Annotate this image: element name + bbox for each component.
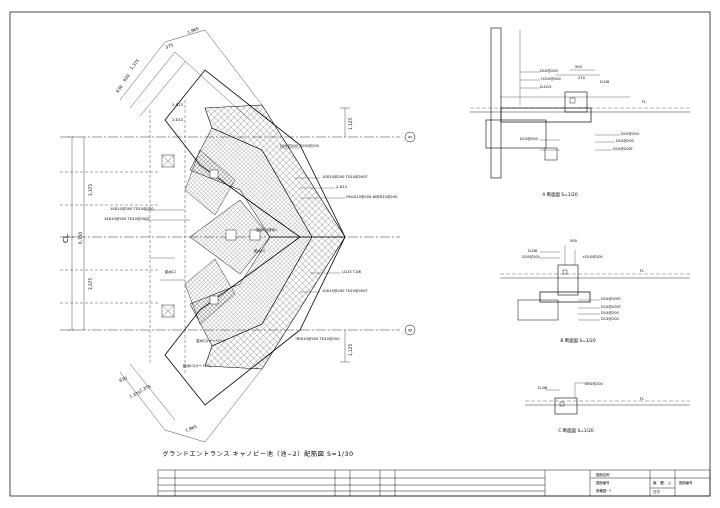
label-rebar-7: 10D10@200 TD10@200 bbox=[110, 207, 154, 211]
sec-b-label-6: D10@200 bbox=[601, 311, 620, 315]
sec-b-label-3: +D10@200 bbox=[582, 255, 604, 259]
sec-c-label-1: D10@200 bbox=[585, 382, 604, 386]
tb-scale-value: 記 入 bbox=[661, 480, 672, 485]
sec-c-label-2: D-D6 bbox=[538, 386, 548, 390]
label-inlet-2: 給水口 bbox=[165, 269, 176, 274]
svg-text:630: 630 bbox=[119, 375, 129, 383]
tb-drawing-no-label: 図面番号 bbox=[679, 480, 693, 485]
left-diamond-upper bbox=[184, 149, 236, 216]
section-a-caption: A 断面図 S=1/20 bbox=[542, 191, 577, 198]
tb-scale-label: 縮 尺 bbox=[653, 480, 664, 485]
section-c-caption: C 断面図 S=1/20 bbox=[558, 427, 594, 434]
svg-text:1,125: 1,125 bbox=[348, 344, 353, 356]
label-rebar-9: J-D13 T-D6 bbox=[341, 270, 362, 274]
tb-drawing-name-label: 図面名称 bbox=[596, 472, 610, 477]
section-b-caption: B 断面図 S=1/20 bbox=[560, 337, 596, 344]
dim-chain-bottom bbox=[119, 363, 263, 443]
sec-a-label-5: D10@200 bbox=[616, 139, 635, 143]
sec-a-label-8: D-D6 bbox=[600, 80, 610, 84]
svg-text:4X: 4X bbox=[408, 328, 413, 332]
svg-text:6,750: 6,750 bbox=[78, 232, 83, 244]
sec-a-dim-270: 270 bbox=[578, 76, 586, 80]
label-inlet-over: 給水口(オーバー) bbox=[183, 363, 212, 368]
centerline-label: CL bbox=[62, 234, 70, 243]
label-inlet: 給水口 bbox=[254, 248, 265, 253]
sheet-border bbox=[9, 11, 711, 497]
svg-text:920: 920 bbox=[122, 73, 131, 83]
sec-a-label-6: D10@200T bbox=[613, 147, 634, 151]
plan-view: 4Y 4X bbox=[60, 26, 416, 458]
svg-text:3,375: 3,375 bbox=[88, 184, 93, 196]
svg-text:630: 630 bbox=[115, 84, 124, 94]
svg-text:1,375: 1,375 bbox=[129, 390, 142, 399]
svg-text:1,965: 1,965 bbox=[185, 424, 198, 433]
tb-drawing-name: 図面番号 bbox=[596, 480, 610, 485]
section-b bbox=[500, 245, 690, 321]
sec-b-label-1: D-D6 bbox=[528, 249, 538, 253]
label-rebar-8: 14D10@200 TD10@200T bbox=[104, 217, 150, 221]
label-rebar-10: 10D10@200 TD10@200T bbox=[322, 289, 368, 293]
svg-text:4Y: 4Y bbox=[408, 135, 413, 139]
tb-sheet-no: 設備図−7 bbox=[596, 488, 611, 493]
sec-a-label-3: D-D13 bbox=[540, 85, 551, 89]
sec-a-fl: FL bbox=[642, 100, 646, 104]
sec-b-fl: FL bbox=[640, 269, 644, 273]
left-diamond-lower bbox=[184, 258, 236, 325]
sec-b-label-2: D10@200 bbox=[522, 255, 541, 259]
label-outlet-drain: 溢水口(排水) bbox=[256, 227, 277, 232]
grid-mark-4y: 4Y bbox=[404, 131, 416, 143]
svg-text:1,125: 1,125 bbox=[348, 118, 353, 130]
svg-text:1,965: 1,965 bbox=[187, 26, 200, 35]
sec-a-label-1: D10@200 bbox=[540, 69, 559, 73]
plan-title: グランドエントランス キャノピー池（池−2）配筋図 S=1/30 bbox=[162, 450, 353, 458]
outlet-box-2 bbox=[161, 304, 175, 318]
title-block bbox=[157, 469, 711, 497]
outlet-box-3 bbox=[209, 169, 219, 179]
sec-b-label-4: D10@200T bbox=[601, 297, 622, 301]
outlet-box-1 bbox=[161, 154, 175, 168]
label-rebar-4: 10D10@200 TD10@200T bbox=[322, 175, 368, 179]
label-rebar-6: HOLD10@200 W@D10@200 bbox=[346, 195, 398, 199]
label-rebar-2: 2-D13 bbox=[172, 103, 183, 107]
sec-a-label-4: D10@200 bbox=[621, 132, 640, 136]
dim-chain-top bbox=[119, 29, 263, 121]
outlet-box-5 bbox=[225, 229, 237, 241]
svg-text:1,375: 1,375 bbox=[139, 384, 152, 393]
dim-chain-left bbox=[68, 136, 85, 331]
svg-text:375: 375 bbox=[165, 42, 175, 50]
svg-text:1,375: 1,375 bbox=[129, 58, 141, 71]
sec-a-label-7: D13@200 bbox=[520, 137, 539, 141]
section-c bbox=[525, 382, 690, 415]
sec-a-dim-500: 500 bbox=[575, 65, 583, 69]
sec-a-label-2: +D10@200 bbox=[540, 77, 562, 81]
outlet-box-6 bbox=[249, 229, 261, 241]
label-rebar-5: 2-D13 bbox=[336, 185, 347, 189]
sec-b-label-7: D13@200 bbox=[601, 317, 620, 321]
label-rebar-1: D10@200 TD10@200 bbox=[280, 144, 320, 148]
label-rebar-3: 2-D13 bbox=[172, 118, 183, 122]
outlet-box-4 bbox=[209, 295, 219, 305]
label-outlet-over: 溢水口(オーバー) bbox=[196, 338, 225, 343]
tb-date-label: 日付 bbox=[653, 489, 660, 494]
sec-b-label-5: D10@200T bbox=[601, 305, 622, 309]
sec-b-dim-500: 500 bbox=[570, 239, 578, 243]
grid-mark-4x: 4X bbox=[404, 324, 416, 336]
section-a bbox=[470, 27, 690, 179]
sec-c-fl: FL bbox=[640, 397, 644, 401]
label-rebar-11: 10D10@200 TD10@200 bbox=[296, 337, 340, 341]
svg-text:3,375: 3,375 bbox=[88, 278, 93, 290]
